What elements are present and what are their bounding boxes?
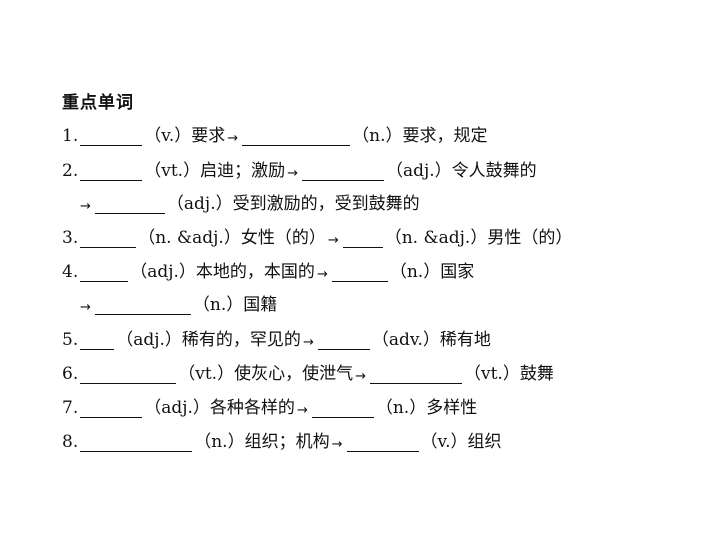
vocab-line-3: 3. （n. &adj.）女性（的） → （n. &adj.）男性（的）	[62, 222, 572, 248]
answer-blank[interactable]	[311, 399, 374, 418]
item-gloss: （n. &adj.）男性（的）	[384, 228, 573, 248]
item-gloss: （vt.）鼓舞	[463, 364, 554, 384]
vocab-line-6: 6. （vt.）使灰心，使泄气 → （vt.）鼓舞	[62, 358, 554, 384]
item-gloss: （adj.）本地的，本国的	[130, 262, 315, 282]
item-number: 3.	[62, 228, 79, 248]
answer-blank[interactable]	[80, 229, 137, 248]
item-gloss: （adj.）令人鼓舞的	[385, 161, 537, 181]
vocab-line-8: 8. （n.）组织；机构 → （v.）组织	[62, 426, 502, 452]
answer-blank[interactable]	[80, 162, 143, 181]
item-gloss: （n.）国家	[389, 262, 475, 282]
item-number: 7.	[62, 398, 79, 418]
vocab-line-4: 4. （adj.）本地的，本国的 → （n.）国家	[62, 256, 474, 282]
answer-blank[interactable]	[342, 229, 383, 248]
answer-blank[interactable]	[80, 127, 143, 146]
answer-blank[interactable]	[317, 331, 370, 350]
answer-blank[interactable]	[80, 263, 129, 282]
answer-blank[interactable]	[80, 433, 193, 452]
arrow-icon: →	[302, 335, 314, 350]
answer-blank[interactable]	[94, 296, 191, 315]
item-gloss: （n. &adj.）女性（的）	[138, 228, 326, 248]
vocab-line-5: 5. （adj.）稀有的，罕见的 → （adv.）稀有地	[62, 324, 491, 350]
answer-blank[interactable]	[80, 365, 177, 384]
item-gloss: （v.）要求	[144, 126, 226, 146]
item-number: 6.	[62, 364, 79, 384]
item-number: 8.	[62, 432, 79, 452]
arrow-icon: →	[227, 131, 239, 146]
vocab-line-2b: → （adj.）受到激励的，受到鼓舞的	[78, 188, 420, 214]
item-gloss: （adj.）受到激励的，受到鼓舞的	[166, 194, 420, 214]
item-number: 4.	[62, 262, 79, 282]
answer-blank[interactable]	[331, 263, 388, 282]
arrow-icon: →	[316, 267, 328, 282]
item-number: 5.	[62, 330, 79, 350]
arrow-icon: →	[287, 166, 298, 181]
arrow-icon: →	[331, 437, 343, 452]
vocab-line-7: 7. （adj.）各种各样的 → （n.）多样性	[62, 392, 477, 418]
item-gloss: （adj.）各种各样的	[144, 398, 295, 418]
arrow-icon: →	[327, 233, 339, 248]
vocab-line-1: 1. （v.）要求 → （n.）要求，规定	[62, 120, 488, 146]
item-gloss: （n.）要求，规定	[352, 126, 488, 146]
vocab-line-2: 2. （vt.）启迪；激励 → （adj.）令人鼓舞的	[62, 155, 537, 181]
arrow-icon: →	[80, 300, 91, 315]
answer-blank[interactable]	[94, 195, 165, 214]
answer-blank[interactable]	[242, 127, 351, 146]
answer-blank[interactable]	[301, 162, 384, 181]
vocab-line-4b: → （n.）国籍	[78, 289, 277, 315]
item-number: 1.	[62, 126, 79, 146]
item-gloss: （n.）组织；机构	[194, 432, 330, 452]
item-gloss: （v.）组织	[420, 432, 502, 452]
arrow-icon: →	[296, 403, 308, 418]
item-gloss: （vt.）启迪；激励	[144, 161, 286, 181]
section-heading: 重点单词	[62, 93, 134, 113]
item-gloss: （adv.）稀有地	[371, 330, 491, 350]
answer-blank[interactable]	[80, 331, 115, 350]
item-number: 2.	[62, 161, 79, 181]
answer-blank[interactable]	[80, 399, 143, 418]
answer-blank[interactable]	[346, 433, 419, 452]
item-gloss: （n.）国籍	[192, 295, 278, 315]
arrow-icon: →	[80, 199, 91, 214]
item-gloss: （n.）多样性	[375, 398, 478, 418]
item-gloss: （vt.）使灰心，使泄气	[178, 364, 354, 384]
item-gloss: （adj.）稀有的，罕见的	[116, 330, 301, 350]
answer-blank[interactable]	[369, 365, 462, 384]
arrow-icon: →	[355, 369, 366, 384]
